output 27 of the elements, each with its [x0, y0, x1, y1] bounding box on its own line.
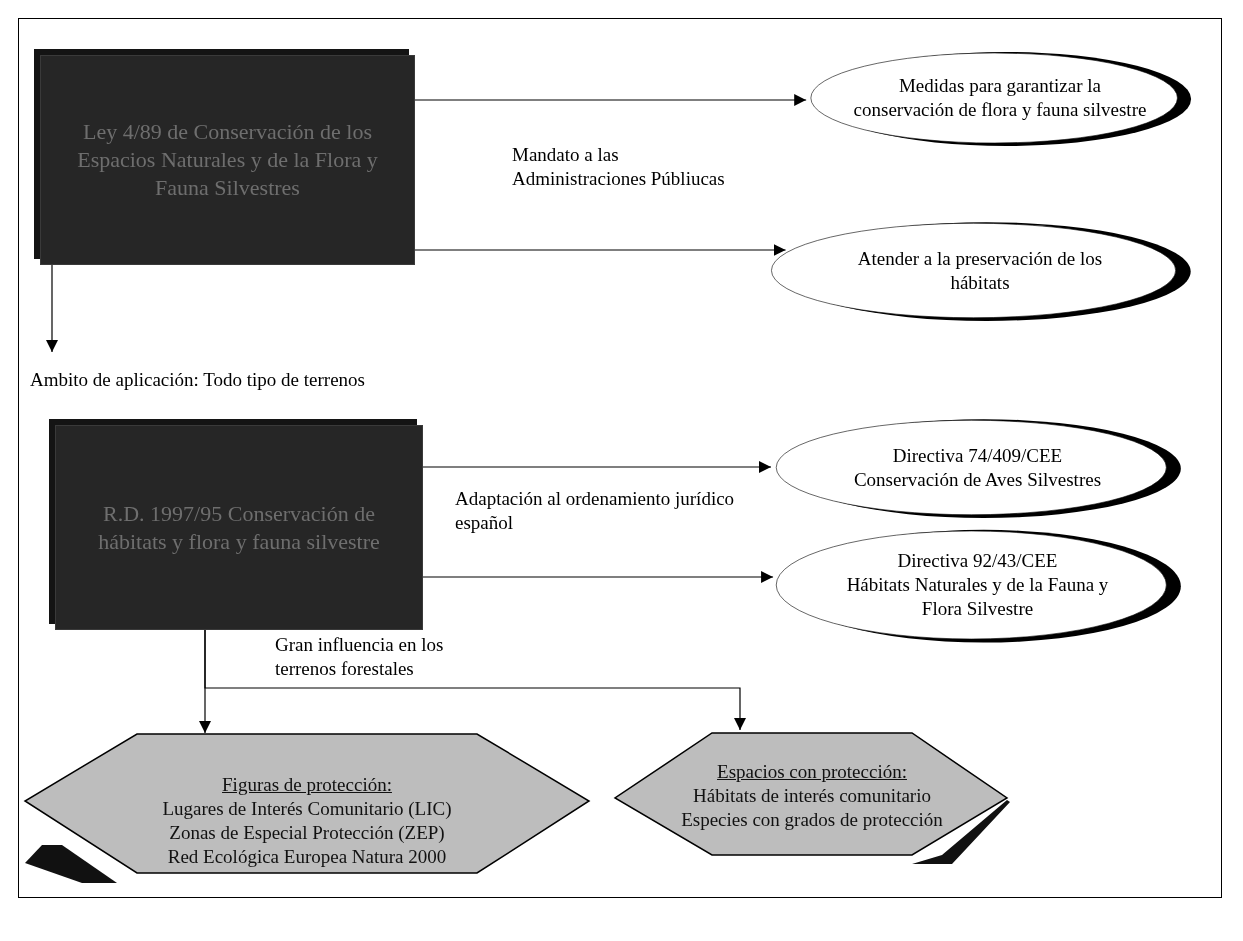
- node-text: Hábitats Naturales y de la Fauna y Flora Silvestre: [845, 573, 1110, 621]
- arrow: [414, 244, 787, 256]
- node-text: Atender a la preservación de los hábitats: [856, 246, 1104, 295]
- list-item: Red Ecológica Europea Natura 2000: [167, 845, 447, 869]
- box-title: Ley 4/89 de Conservación de los Espacios Naturales y de la Flora y Fauna Silvestres: [76, 118, 379, 202]
- scope-text: Ambito de aplicación: Todo tipo de terrenos: [30, 369, 365, 390]
- list-item: Hábitats de interés comunitario: [693, 784, 931, 808]
- arrow: [414, 94, 807, 106]
- arrow: [422, 461, 772, 473]
- arrow: [46, 264, 58, 353]
- arrow: [422, 571, 774, 583]
- list-item: Zonas de Especial Protección (ZEP): [169, 821, 445, 845]
- box-title: R.D. 1997/95 Conservación de hábitats y flora y fauna silvestre: [97, 499, 381, 556]
- node-text: Conservación de Aves Silvestres: [853, 467, 1102, 492]
- hexagon-node: [22, 733, 592, 883]
- annotation-text: Adaptación al ordenamiento jurídico español: [455, 487, 735, 535]
- node-text: Directiva 74/409/CEE: [892, 443, 1063, 468]
- node-text: Directiva 92/43/CEE: [897, 549, 1058, 573]
- node-text: Medidas para garantizar la conservación de flora y fauna silvestre: [852, 74, 1148, 122]
- section-heading: Espacios con protección:: [717, 760, 907, 784]
- annotation-text: Mandato a las Administraciones Públiucas: [512, 143, 726, 191]
- section-heading: Figuras de protección:: [222, 773, 392, 797]
- list-item: Lugares de Interés Comunitario (LIC): [162, 797, 452, 821]
- arrow: [204, 629, 746, 731]
- list-item: Especies con grados de protección: [681, 808, 943, 832]
- hexagon-node: [612, 730, 1012, 865]
- annotation-text: Gran influencia en los terrenos forestales: [275, 633, 445, 681]
